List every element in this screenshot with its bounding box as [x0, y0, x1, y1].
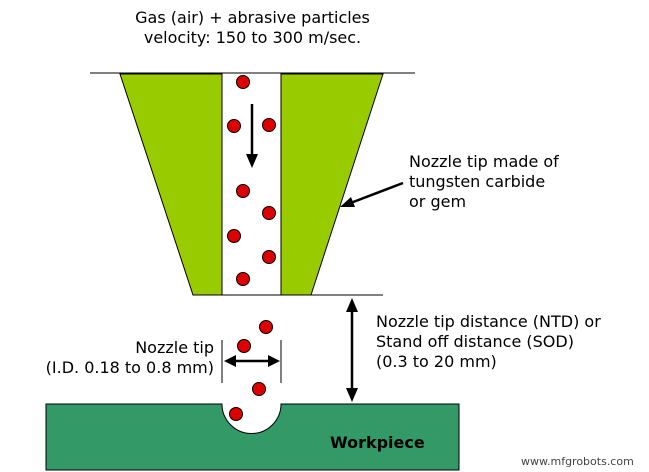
sod-arrow-head-bottom [346, 388, 358, 402]
nozzle-tip-line-2: (I.D. 0.18 to 0.8 mm) [45, 358, 214, 377]
particle [236, 184, 250, 198]
tip-id-arrow-right [268, 355, 280, 367]
particle [227, 229, 241, 243]
nozzle-material-label: Nozzle tip made of tungsten carbide or g… [409, 152, 559, 212]
particle [259, 320, 273, 334]
nozzle-left-wall [119, 73, 223, 296]
nozzle-tip-line-1: Nozzle tip [135, 338, 214, 357]
nozzle-pointer-arrow-head [340, 197, 355, 207]
tip-id-arrow-left [224, 355, 236, 367]
particle [227, 119, 241, 133]
particle [236, 75, 250, 89]
nozzle-material-line-3: or gem [409, 192, 467, 211]
sod-arrow-head-top [346, 298, 358, 312]
nozzle-material-line-2: tungsten carbide [409, 172, 546, 191]
nozzle-material-line-1: Nozzle tip made of [409, 152, 559, 171]
workpiece [45, 403, 460, 471]
title-line-1: Gas (air) + abrasive particles [135, 8, 370, 27]
standoff-line-1: Nozzle tip distance (NTD) or [376, 312, 601, 331]
particle [229, 407, 243, 421]
nozzle-right-wall [280, 73, 384, 296]
particle [236, 272, 250, 286]
particle [262, 250, 276, 264]
particle [262, 118, 276, 132]
workpiece-label: Workpiece [330, 433, 425, 452]
standoff-line-2: Stand off distance (SOD) [376, 332, 574, 351]
watermark: www.mfgrobots.com [521, 455, 634, 468]
standoff-distance-label: Nozzle tip distance (NTD) or Stand off d… [376, 312, 601, 372]
nozzle-tip-label: Nozzle tip (I.D. 0.18 to 0.8 mm) [10, 338, 214, 378]
title-line-2: velocity: 150 to 300 m/sec. [143, 28, 362, 47]
nozzle-pointer-arrow [347, 181, 404, 206]
particle [252, 382, 266, 396]
standoff-line-3: (0.3 to 20 mm) [376, 352, 497, 371]
particle [237, 339, 251, 353]
particle [262, 206, 276, 220]
flow-arrow-head [246, 154, 258, 168]
title-label: Gas (air) + abrasive particles velocity:… [90, 8, 415, 48]
